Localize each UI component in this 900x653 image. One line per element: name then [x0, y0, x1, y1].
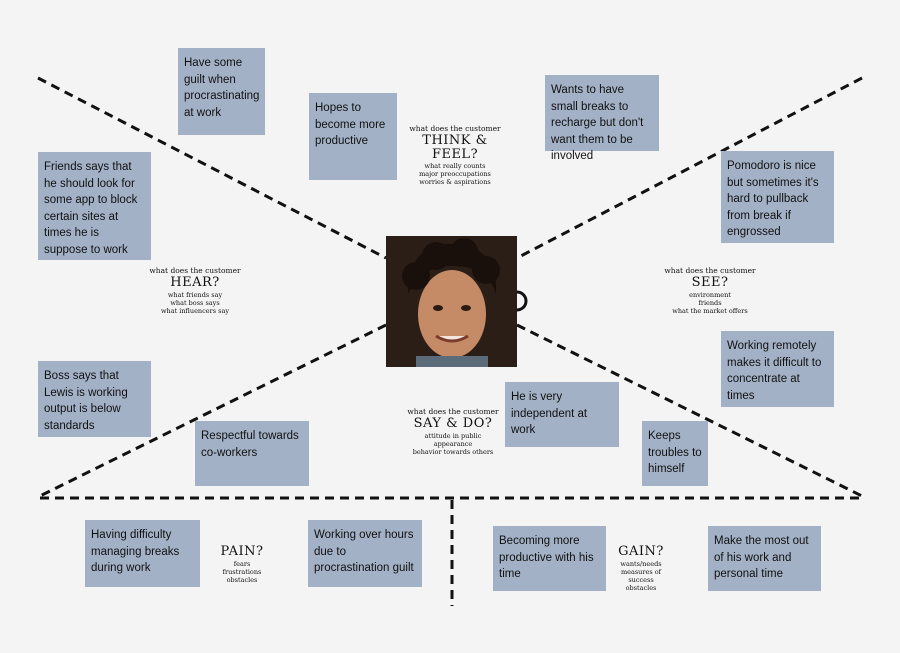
think-feel-note: Have some guilt when procrastinating at …: [178, 48, 265, 135]
hear-sub: what influencers say: [160, 306, 229, 315]
hear-sub: what friends say: [167, 290, 223, 299]
see-sub: environment: [689, 290, 731, 299]
gain-sub: obstacles: [625, 584, 657, 593]
pain-heading: PAIN?: [220, 544, 264, 559]
customer-portrait: [386, 236, 517, 367]
say-do-note: Keeps troubles to himself: [642, 421, 708, 486]
gain-note: Becoming more productive with his time: [493, 526, 606, 591]
pain-note: Having difficulty managing breaks during…: [85, 520, 200, 587]
think-feel-note: Hopes to become more productive: [309, 93, 397, 180]
divider-bottom-left: [39, 323, 387, 498]
see-heading: SEE?: [691, 274, 729, 290]
hear-note: Boss says that Lewis is working output i…: [38, 361, 151, 437]
see-sub: what the market offers: [672, 306, 748, 315]
gain-question: GAIN? wants/needs measures of success ob…: [610, 544, 672, 592]
say-do-note: Respectful towards co-workers: [195, 421, 309, 486]
gain-sub: measures of success: [620, 567, 662, 584]
think-feel-sub: major preoccupations: [419, 170, 491, 179]
say-do-note: He is very independent at work: [505, 382, 619, 447]
pain-sub: fears: [233, 559, 251, 568]
hear-question: what does the customer HEAR? what friend…: [140, 267, 250, 315]
divider-top-left: [37, 76, 387, 260]
say-do-sub: behavior towards others: [412, 447, 494, 456]
think-feel-question: what does the customer THINK & FEEL? wha…: [400, 125, 510, 187]
say-do-question: what does the customer SAY & DO? attitud…: [398, 408, 508, 456]
say-do-heading: SAY & DO?: [413, 415, 493, 431]
gain-note: Make the most out of his work and person…: [708, 526, 821, 591]
hear-prompt: what does the customer: [149, 266, 241, 275]
pain-sub: frustrations: [222, 567, 262, 576]
pain-sub: obstacles: [226, 575, 258, 584]
pain-note: Working over hours due to procrastinatio…: [308, 520, 422, 587]
think-feel-sub: what really counts: [424, 162, 486, 171]
see-note: Pomodoro is nice but sometimes it's hard…: [721, 151, 834, 243]
divider-top-right: [516, 76, 863, 260]
see-note: Working remotely makes it difficult to c…: [721, 331, 834, 407]
hear-sub: what boss says: [170, 298, 220, 307]
say-do-prompt: what does the customer: [407, 407, 499, 416]
say-do-sub: attitude in public: [424, 431, 482, 440]
think-feel-prompt: what does the customer: [409, 124, 501, 133]
gain-heading: GAIN?: [618, 544, 664, 559]
hear-note: Friends says that he should look for som…: [38, 152, 151, 260]
see-question: what does the customer SEE? environment …: [655, 267, 765, 315]
think-feel-sub: worries & aspirations: [419, 178, 491, 187]
divider-bottom-right: [516, 323, 863, 498]
gain-sub: wants/needs: [620, 559, 662, 568]
ear-arc: [516, 290, 528, 312]
see-prompt: what does the customer: [664, 266, 756, 275]
say-do-sub: appearance: [433, 439, 473, 448]
hear-heading: HEAR?: [170, 274, 220, 290]
think-feel-note: Wants to have small breaks to recharge b…: [545, 75, 659, 162]
think-feel-heading: THINK & FEEL?: [422, 132, 488, 162]
see-sub: friends: [698, 298, 722, 307]
pain-question: PAIN? fears frustrations obstacles: [212, 544, 272, 584]
